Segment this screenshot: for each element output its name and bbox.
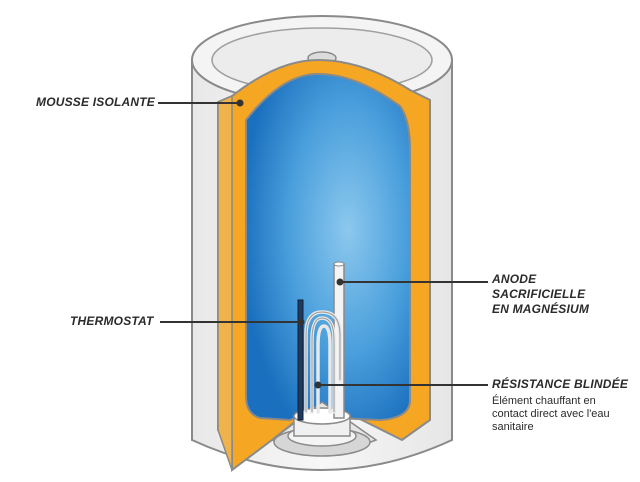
- water-tank: [245, 72, 411, 422]
- anode-label-line1: ANODE: [492, 272, 537, 286]
- thermostat-rod: [297, 299, 304, 421]
- anode-label: ANODE SACRIFICIELLE EN MAGNÉSIUM: [492, 272, 589, 317]
- leader-dots: [236, 99, 344, 389]
- thermostat-label: THERMOSTAT: [70, 314, 154, 328]
- bottom-flange: [270, 401, 378, 457]
- resistance-desc-line2: contact direct avec l'eau: [492, 408, 610, 420]
- resistance-desc-line1: Élément chauffant en: [492, 395, 596, 407]
- resistance-label: RÉSISTANCE BLINDÉE: [492, 377, 629, 391]
- leader-lines: [158, 102, 488, 386]
- resistance-desc-line3: sanitaire: [492, 421, 534, 433]
- insulation-label: MOUSSE ISOLANTE: [36, 95, 156, 109]
- resistance-description: Élément chauffant en contact direct avec…: [492, 395, 610, 434]
- anode-label-line2: SACRIFICIELLE: [492, 287, 586, 301]
- anode-label-line3: EN MAGNÉSIUM: [492, 302, 590, 316]
